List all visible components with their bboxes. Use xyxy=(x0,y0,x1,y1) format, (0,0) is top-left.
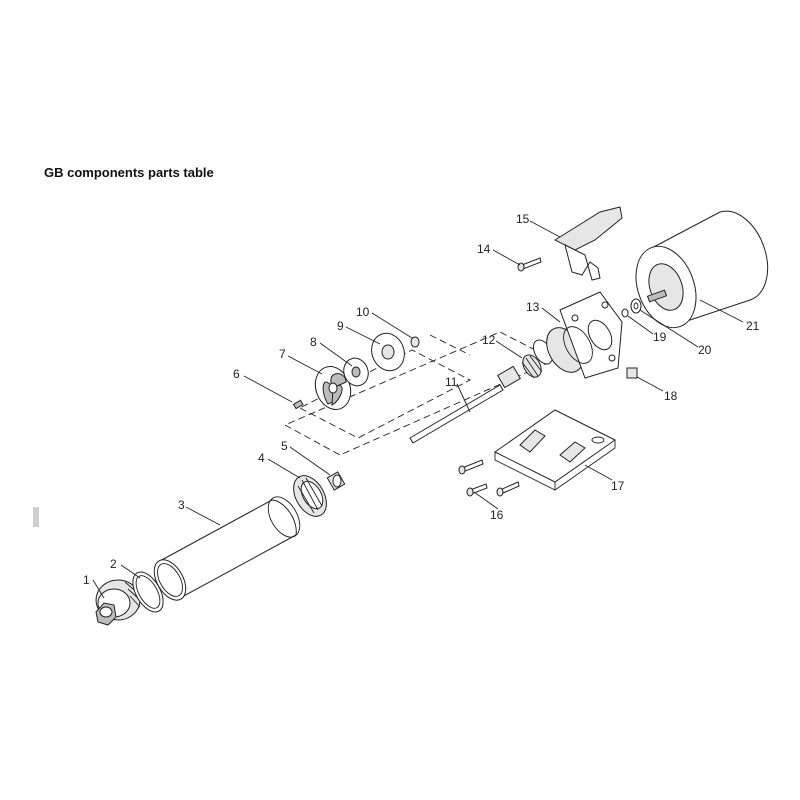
callout-10: 10 xyxy=(356,305,370,319)
callout-1: 1 xyxy=(83,573,90,587)
callout-20: 20 xyxy=(698,343,712,357)
callout-13: 13 xyxy=(526,300,540,314)
callout-19: 19 xyxy=(653,330,667,344)
part-19-seal xyxy=(621,308,629,318)
callout-17: 17 xyxy=(611,479,625,493)
page-title: GB components parts table xyxy=(44,165,214,180)
leader-lines xyxy=(92,220,744,599)
callout-9: 9 xyxy=(337,319,344,333)
part-11-shaft xyxy=(409,365,521,444)
part-20-washer xyxy=(630,298,642,314)
callout-6: 6 xyxy=(233,367,240,381)
callout-14: 14 xyxy=(477,242,491,256)
callout-4: 4 xyxy=(258,451,265,465)
part-2-o-ring xyxy=(132,571,164,613)
callout-5: 5 xyxy=(281,439,288,453)
part-9-stage-plate xyxy=(371,332,405,372)
part-18-plug xyxy=(626,367,638,379)
part-10-small-ring xyxy=(410,336,420,348)
part-15-handle xyxy=(553,206,623,281)
callout-18: 18 xyxy=(664,389,678,403)
part-16-bolts xyxy=(458,459,520,497)
callout-12: 12 xyxy=(482,333,496,347)
part-6-key xyxy=(292,399,304,410)
part-14-bolt xyxy=(517,257,542,272)
part-3-sleeve xyxy=(153,496,301,601)
callout-11: 11 xyxy=(445,375,458,389)
part-13-pump-body xyxy=(546,291,623,379)
part-7-impeller xyxy=(314,366,352,410)
part-4-diffuser xyxy=(293,475,327,517)
callout-3: 3 xyxy=(178,498,185,512)
scroll-marker xyxy=(33,507,39,527)
part-8-washer xyxy=(343,357,369,387)
callout-2: 2 xyxy=(110,557,117,571)
callout-7: 7 xyxy=(279,347,286,361)
callout-15: 15 xyxy=(516,212,530,226)
callout-labels: 1 2 3 4 5 6 7 8 9 10 11 12 13 14 15 16 1… xyxy=(83,212,760,587)
part-1-hex-plug xyxy=(95,579,141,626)
callout-21: 21 xyxy=(746,319,760,333)
part-21-motor xyxy=(635,210,769,329)
part-17-base-plate xyxy=(494,409,616,491)
callout-8: 8 xyxy=(310,335,317,349)
callout-16: 16 xyxy=(490,508,504,522)
part-5-spacer xyxy=(326,471,346,491)
